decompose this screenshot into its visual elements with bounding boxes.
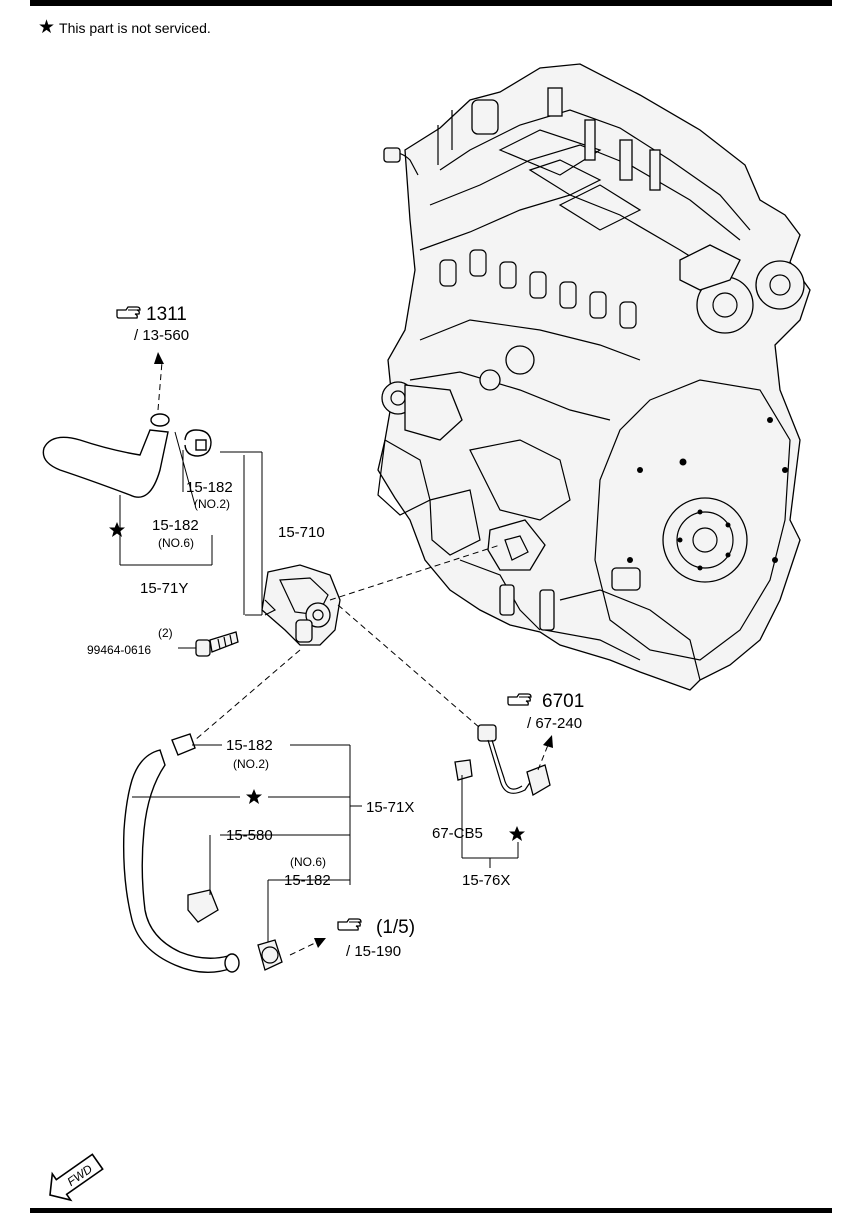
fwd-arrow-icon: FWD — [49, 1153, 104, 1202]
leader-lines — [119, 431, 519, 942]
label-15-182-top-note: (NO.2) — [194, 497, 230, 511]
label-15-182-low-note: (NO.2) — [233, 757, 269, 771]
label-99464-0616: 99464-0616 — [87, 643, 151, 657]
star-icon — [509, 826, 525, 841]
label-67-cb5: 67-CB5 — [432, 825, 483, 842]
label-15-182-bot-note: (NO.6) — [290, 855, 326, 869]
ref-section-15-190[interactable]: / 15-190 — [346, 943, 401, 960]
top-border — [30, 0, 832, 6]
engine-assembly — [377, 63, 811, 691]
not-serviced-text: This part is not serviced. — [59, 19, 211, 36]
label-15-71x: 15-71X — [366, 799, 414, 816]
label-15-182-bot: 15-182 — [284, 872, 331, 889]
bolt-99464-0616 — [195, 631, 239, 657]
star-icon: ★ — [38, 17, 56, 38]
water-outlet-15-710 — [261, 564, 341, 646]
pointing-hand-icon — [337, 918, 362, 931]
bottom-border — [30, 1208, 832, 1213]
star-icon — [109, 522, 125, 537]
ref-section-67-240[interactable]: / 67-240 — [527, 715, 582, 732]
label-15-580: 15-580 — [226, 827, 273, 844]
sensor-15-76x — [454, 724, 551, 796]
label-15-182-mid-note: (NO.6) — [158, 536, 194, 550]
label-bolt-qty: (2) — [158, 626, 173, 640]
hose-15-71y — [42, 413, 212, 498]
ref-page-1-5[interactable]: (1/5) — [376, 917, 415, 938]
pointing-hand-icon — [507, 693, 532, 706]
label-15-182-low: 15-182 — [226, 737, 273, 754]
hose-15-71x — [122, 733, 283, 973]
dashed-lines — [154, 352, 553, 956]
ref-page-1311[interactable]: 1311 — [146, 304, 187, 325]
label-15-710: 15-710 — [278, 524, 325, 541]
label-15-76x: 15-76X — [462, 872, 510, 889]
label-15-182-top: 15-182 — [186, 479, 233, 496]
star-icon — [246, 789, 262, 804]
label-15-182-mid: 15-182 — [152, 517, 199, 534]
not-serviced-note: ★ This part is not serviced. — [38, 18, 211, 37]
pointing-hand-icon — [116, 306, 141, 319]
label-15-71y: 15-71Y — [140, 580, 188, 597]
ref-page-6701[interactable]: 6701 — [542, 691, 584, 712]
ref-section-13-560[interactable]: / 13-560 — [134, 327, 189, 344]
